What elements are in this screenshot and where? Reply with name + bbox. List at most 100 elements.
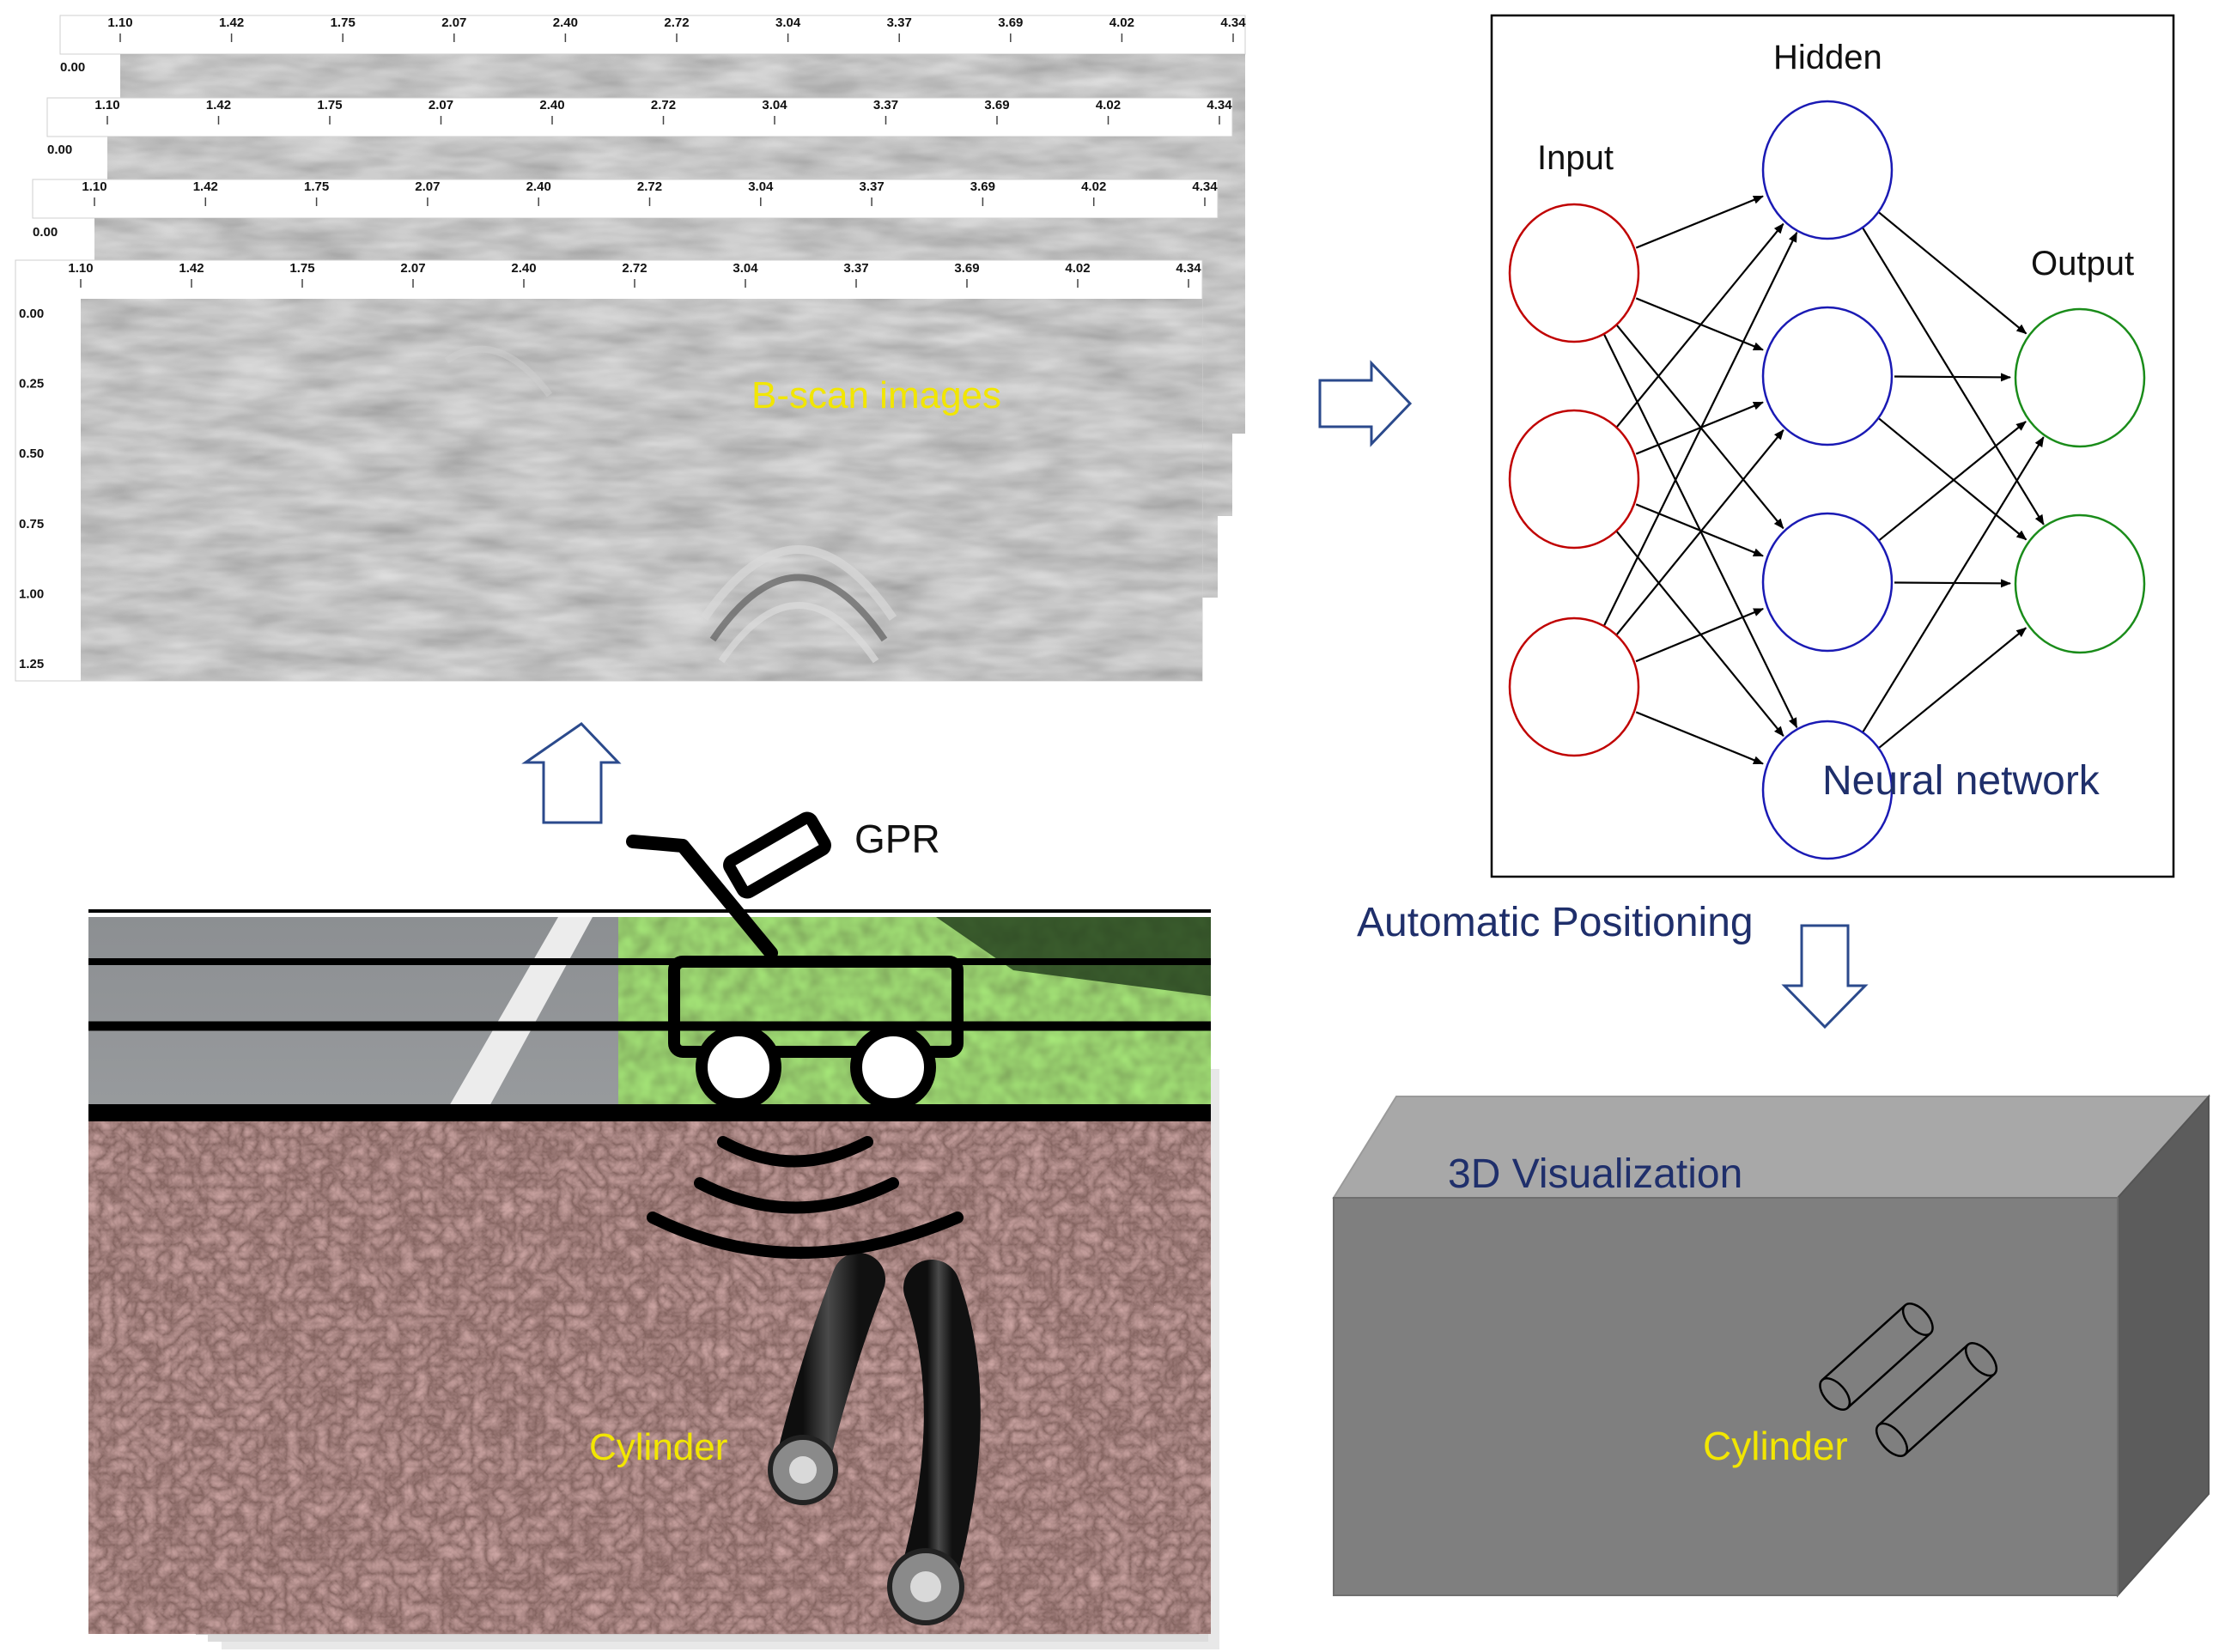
hyperbola-reflection <box>718 602 879 664</box>
x-tick-label: 3.04 <box>762 98 787 112</box>
x-tick-label: 2.07 <box>400 261 425 276</box>
input-node <box>1508 203 1640 343</box>
x-tick-label: 3.04 <box>733 261 758 276</box>
network-edge <box>1615 324 1784 530</box>
x-tick-label: 2.40 <box>526 179 551 194</box>
network-edges <box>1602 195 2045 765</box>
x-tick-label: 4.34 <box>1220 15 1246 30</box>
network-edge <box>1861 227 2045 525</box>
network-edge <box>1878 417 2027 541</box>
network-edge <box>1894 579 2012 588</box>
hyperbola-reflection <box>444 345 553 398</box>
network-edge <box>1615 429 1784 636</box>
x-tick-label: 2.07 <box>429 98 453 112</box>
network-edge <box>1635 503 1764 557</box>
visualization-box: 3D Visualization Cylinder <box>1332 1094 2211 1598</box>
y-tick-label: 0.00 <box>19 307 44 321</box>
gpr-label: GPR <box>854 817 940 861</box>
x-tick-label: 3.37 <box>859 179 884 194</box>
network-edge <box>1635 195 1764 249</box>
network-edge <box>1635 297 1764 351</box>
radar-waves <box>647 1136 964 1259</box>
y-tick-label: 0.75 <box>19 517 44 531</box>
x-tick-label: 4.34 <box>1192 179 1218 194</box>
x-tick-label: 1.42 <box>206 98 231 112</box>
x-tick-label: 1.42 <box>219 15 244 30</box>
x-tick-label: 2.72 <box>664 15 689 30</box>
bscan-label: B-scan images <box>751 374 1001 416</box>
x-tick-label: 2.72 <box>637 179 662 194</box>
arrow-right <box>1318 360 1413 447</box>
visualization-title: 3D Visualization <box>1448 1151 1742 1197</box>
arrow-down <box>1781 924 1869 1029</box>
gpr-cart-icon <box>626 811 964 1110</box>
x-tick-label: 3.69 <box>954 261 979 276</box>
cable-core <box>789 1456 817 1484</box>
x-tick-label: 4.02 <box>1110 15 1134 30</box>
hidden-node <box>1761 306 1894 446</box>
y-tick-label: 1.00 <box>19 586 44 601</box>
x-tick-label: 1.42 <box>193 179 218 194</box>
x-tick-label: 4.34 <box>1176 261 1201 276</box>
hidden-node <box>1761 720 1894 860</box>
x-tick-label: 2.72 <box>651 98 676 112</box>
network-edge <box>1602 231 1798 628</box>
buried-cylinders <box>768 1253 981 1625</box>
x-tick-label: 3.69 <box>970 179 995 194</box>
hidden-layer-label: Hidden <box>1773 39 1882 76</box>
x-tick-label: 2.40 <box>553 15 578 30</box>
bscan-stack: 1.10 1.42 1.75 2.07 2.40 2.72 3.04 3.37 3.69 4.02… <box>15 15 1246 682</box>
output-layer-label: Output <box>2031 245 2134 282</box>
cable-core <box>910 1571 941 1602</box>
y-tick: 0.00 <box>47 143 72 157</box>
x-tick-label: 4.02 <box>1081 179 1106 194</box>
network-edge <box>1878 421 2027 541</box>
gravel-layer <box>88 1116 1211 1634</box>
output-node <box>2014 513 2146 654</box>
y-tick-label: 0.50 <box>19 446 44 461</box>
network-edge <box>1861 436 2045 734</box>
x-tick-label: 1.75 <box>331 15 356 30</box>
x-tick-label: 1.10 <box>68 261 93 276</box>
bscan-image-front <box>81 299 1202 681</box>
network-edge <box>1878 627 2027 749</box>
x-tick-label: 4.34 <box>1207 98 1232 112</box>
hyperbola-reflection <box>709 574 888 642</box>
network-edge <box>1615 530 1784 737</box>
x-tick-label: 2.40 <box>539 98 564 112</box>
x-tick-label: 2.40 <box>511 261 536 276</box>
x-tick-label: 2.07 <box>415 179 440 194</box>
x-tick-label: 2.72 <box>622 261 647 276</box>
cylinder-3d-icon <box>1819 1303 1998 1457</box>
cable <box>899 1260 981 1608</box>
x-tick-label: 3.37 <box>887 15 912 30</box>
x-tick-label: 3.37 <box>873 98 898 112</box>
box-front-face <box>1333 1197 2119 1596</box>
network-edge <box>1878 211 2027 335</box>
input-layer-label: Input <box>1537 139 1614 177</box>
y-tick-label: 1.25 <box>19 657 44 671</box>
hidden-node <box>1761 512 1894 653</box>
x-tick-label: 4.02 <box>1065 261 1090 276</box>
x-tick-label: 1.75 <box>289 261 314 276</box>
network-edge <box>1635 401 1764 455</box>
x-tick-label: 4.02 <box>1096 98 1121 112</box>
x-tick-label: 2.07 <box>441 15 466 30</box>
x-tick-label: 1.10 <box>107 15 132 30</box>
network-edge <box>1615 222 1784 428</box>
x-tick-label: 3.69 <box>984 98 1009 112</box>
cylinder-3d-label: Cylinder <box>1703 1424 1848 1468</box>
gpr-scene: GPR Cylinder <box>88 811 1219 1649</box>
x-tick-label: 1.10 <box>94 98 119 112</box>
cylinder-label: Cylinder <box>589 1426 727 1468</box>
y-tick: 0.00 <box>33 225 58 240</box>
x-tick-label: 3.04 <box>748 179 774 194</box>
positioning-label: Automatic Positioning <box>1357 900 1754 945</box>
x-tick-label: 1.75 <box>304 179 329 194</box>
y-tick: 0.00 <box>60 60 85 75</box>
output-node <box>2014 307 2146 448</box>
network-edge <box>1894 373 2012 382</box>
x-tick-label: 1.10 <box>82 179 106 194</box>
